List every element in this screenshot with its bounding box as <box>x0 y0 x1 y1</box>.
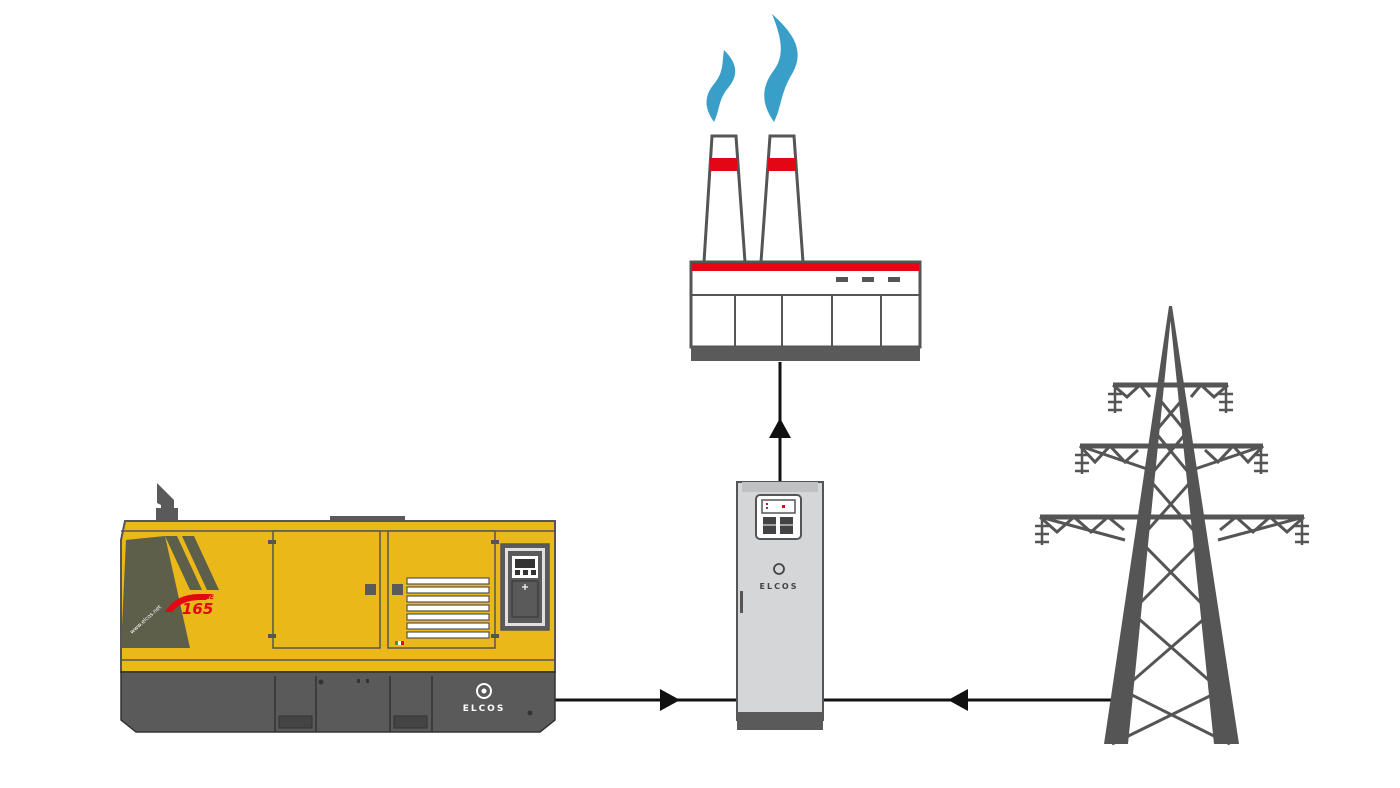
canopy-stripe-1 <box>165 536 202 590</box>
ats-logo-icon <box>773 563 785 575</box>
factory-red-band <box>692 263 919 271</box>
transmission-pylon-icon <box>1035 306 1309 746</box>
pylon-lattice <box>1111 399 1231 746</box>
generator-logo-icon <box>476 683 492 699</box>
door-handle-right <box>392 584 403 595</box>
pylon-left-leg <box>1104 306 1172 744</box>
generator-base <box>120 671 556 733</box>
pylon-insulators <box>1035 387 1309 545</box>
canopy-stripe-2 <box>182 536 219 590</box>
grid-flow-arrow-icon <box>948 689 968 711</box>
flag-badge-icon <box>395 641 404 645</box>
smoke-right-icon <box>764 14 798 122</box>
factory-base <box>691 347 920 361</box>
smoke-left-icon <box>706 50 736 122</box>
generator-model-label: 165 <box>182 600 213 618</box>
generator-brand-label: ELCOS <box>463 704 506 714</box>
chimney-right <box>759 134 805 264</box>
model-swoosh-icon <box>165 594 212 612</box>
factory-bays <box>734 295 882 347</box>
ats-panel-icon: ELCOS <box>736 481 824 730</box>
pylon-right-leg <box>1169 306 1239 744</box>
air-louvers <box>406 577 490 639</box>
generator-icon: 165 GE www.elcos.net <box>120 483 556 733</box>
generator-model-suffix: GE <box>205 594 215 601</box>
generator-flow-arrow-icon <box>660 689 680 711</box>
factory-windows <box>836 277 900 282</box>
door-handle-left <box>365 584 376 595</box>
factory-icon <box>689 14 922 361</box>
chimney-left <box>702 134 747 264</box>
generator-door-left <box>272 530 381 649</box>
connection-lines <box>553 362 1112 702</box>
ats-brand-label: ELCOS <box>760 582 799 591</box>
ats-display-screen <box>761 499 796 514</box>
factory-building <box>689 260 922 349</box>
factory-flow-arrow-icon <box>769 418 791 438</box>
ats-door-handle <box>740 591 743 613</box>
